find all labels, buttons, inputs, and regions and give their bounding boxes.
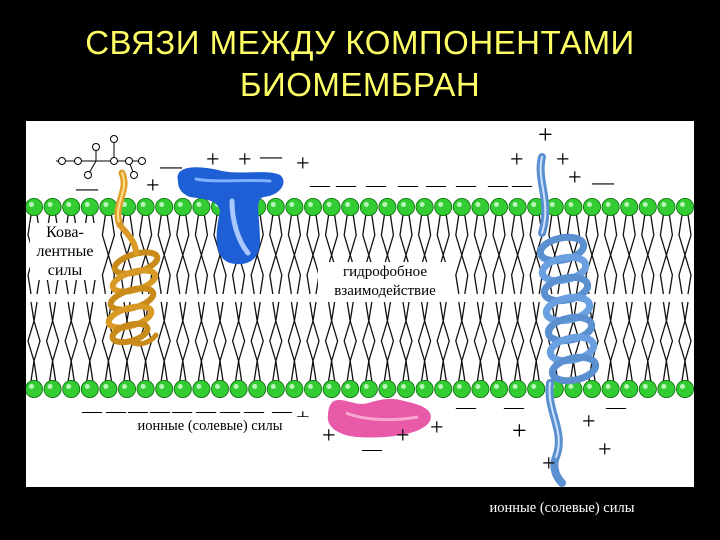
oligosaccharide-chain bbox=[56, 135, 146, 179]
covalent-forces-label: Кова- лентные силы bbox=[30, 223, 100, 280]
positive-charge: + bbox=[598, 437, 612, 463]
negative-charge: — bbox=[259, 143, 283, 168]
hydrophobic-interaction-label: гидрофобное взаимодействие bbox=[318, 262, 452, 302]
negative-charge: — bbox=[455, 174, 477, 196]
negative-charge: — bbox=[487, 174, 509, 196]
positive-charge: + bbox=[568, 165, 582, 191]
positive-charge: + bbox=[238, 147, 252, 173]
positive-charge: + bbox=[396, 423, 410, 449]
positive-charge: + bbox=[512, 416, 527, 445]
negative-charge: — bbox=[335, 174, 357, 196]
negative-charge: — bbox=[309, 174, 331, 196]
membrane-illustration: ++++—++—+——+—————————————————++++————+++… bbox=[24, 120, 695, 487]
negative-charge: — bbox=[361, 438, 383, 460]
negative-charge: — bbox=[591, 169, 615, 194]
positive-charge: + bbox=[206, 147, 220, 173]
peripheral-protein bbox=[177, 167, 284, 265]
positive-charge: + bbox=[556, 147, 570, 173]
title-line-1: СВЯЗИ МЕЖДУ КОМПОНЕНТАМИ bbox=[85, 24, 635, 61]
inner-peripheral-protein bbox=[327, 398, 431, 438]
negative-charge: — bbox=[105, 400, 127, 422]
negative-charge: — bbox=[397, 174, 419, 196]
negative-charge: — bbox=[511, 174, 533, 196]
negative-charge: — bbox=[81, 400, 103, 422]
negative-charge: — bbox=[503, 396, 525, 418]
positive-charge: + bbox=[542, 451, 556, 477]
negative-charge: — bbox=[127, 400, 149, 422]
positive-charge: + bbox=[538, 121, 553, 149]
ionic-forces-label-inner: ионные (солевые) силы bbox=[112, 417, 308, 436]
negative-charge: — bbox=[195, 400, 217, 422]
positive-charge: + bbox=[296, 151, 310, 177]
negative-charge: — bbox=[271, 400, 293, 422]
positive-charge: + bbox=[322, 423, 336, 449]
negative-charge: — bbox=[455, 396, 477, 418]
positive-charge: + bbox=[510, 147, 524, 173]
transmembrane-protein-helix bbox=[536, 153, 600, 487]
negative-charge: — bbox=[243, 400, 265, 422]
negative-charge: — bbox=[75, 175, 99, 200]
positive-charge: + bbox=[430, 415, 444, 441]
negative-charge: — bbox=[425, 174, 447, 196]
negative-charge: — bbox=[159, 153, 183, 178]
negative-charge: — bbox=[365, 174, 387, 196]
covalent-protein-helix bbox=[105, 169, 161, 347]
membrane-diagram: ++++—++—+——+—————————————————++++————+++… bbox=[24, 120, 695, 487]
positive-charge: + bbox=[146, 173, 160, 199]
negative-charge: — bbox=[171, 400, 193, 422]
title-line-2: БИОМЕМБРАН bbox=[239, 66, 481, 103]
negative-charge: — bbox=[605, 396, 627, 418]
negative-charge: — bbox=[219, 400, 241, 422]
ionic-forces-label-outer: ионные (солевые) силы bbox=[489, 500, 635, 516]
negative-charge: — bbox=[149, 400, 171, 422]
positive-charge: + bbox=[582, 409, 596, 435]
ionic-charges: ++++—++—+——+—————————————————++++————+++… bbox=[75, 120, 627, 477]
